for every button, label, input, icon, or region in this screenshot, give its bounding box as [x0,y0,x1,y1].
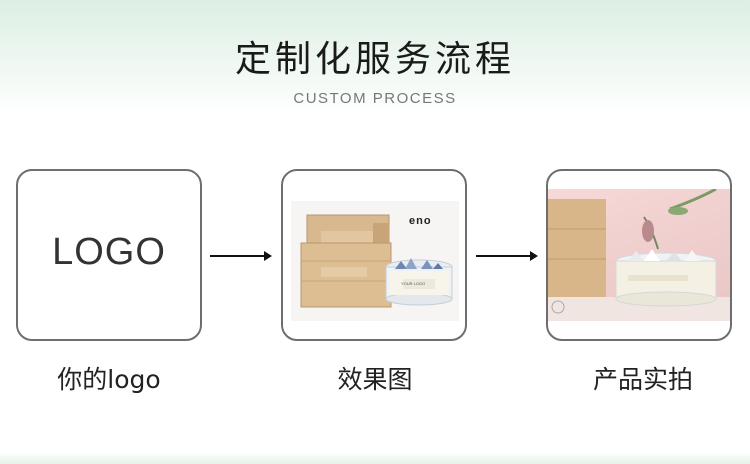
rendering-image: eno YOUR LOGO [291,201,459,321]
page-subtitle: CUSTOM PROCESS [293,90,457,107]
logo-placeholder-text: LOGO [52,231,166,273]
product-photo-image [548,187,730,321]
page-title: 定制化服务流程 [234,39,515,80]
step-label-rendering: 效果图 [337,365,413,394]
step-card-rendering: eno YOUR LOGO [281,169,467,341]
step-label-logo: 你的logo [57,365,161,394]
step-card-logo: LOGO [16,169,202,341]
step-label-product-photo: 产品实拍 [592,365,693,394]
arrow-right-icon [210,251,272,261]
arrow-right-icon [476,251,538,261]
step-card-product-photo [546,169,732,341]
brand-mark: eno [409,215,432,227]
jar-logo-text: YOUR LOGO [401,281,426,286]
